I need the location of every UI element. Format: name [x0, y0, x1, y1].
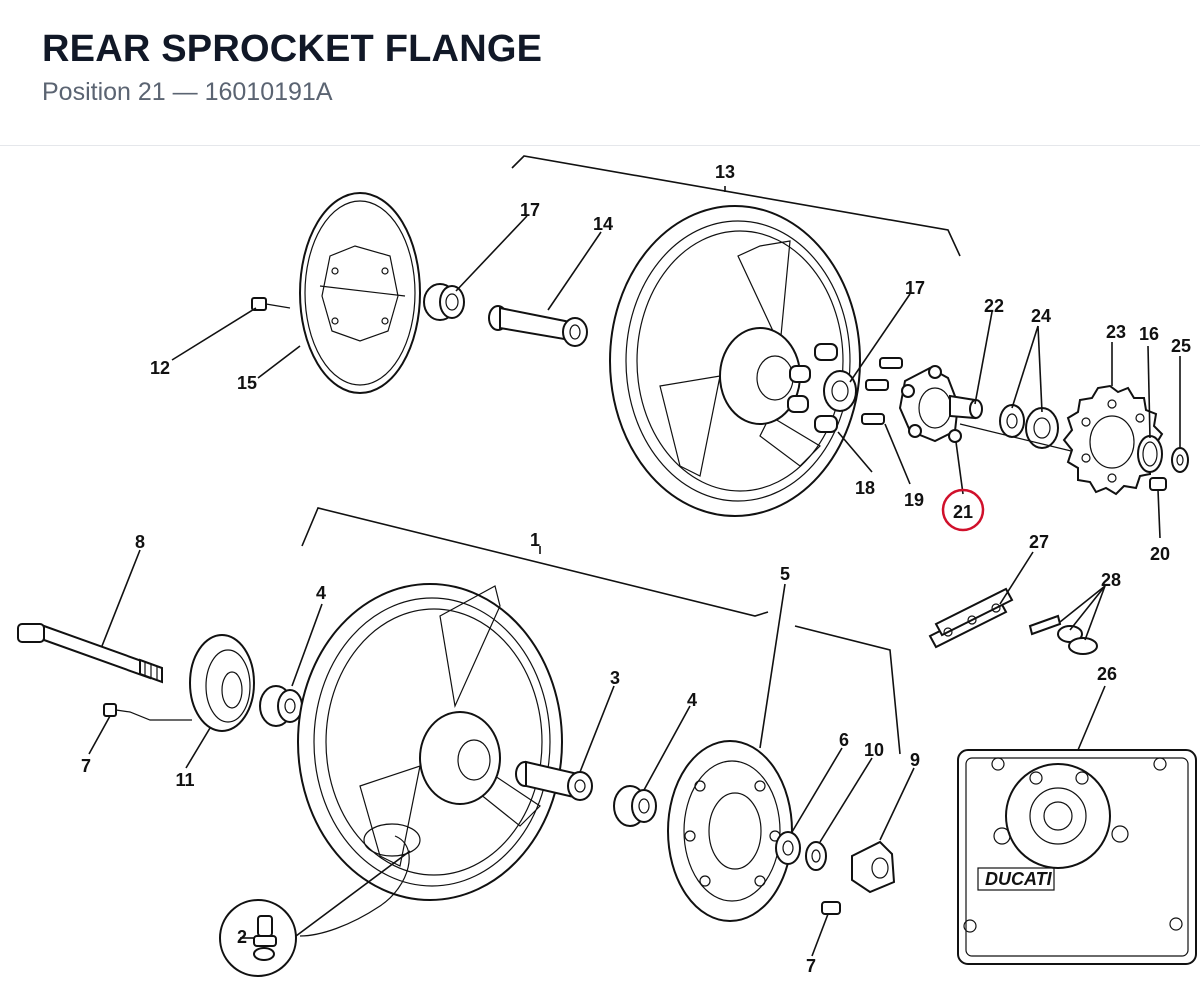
callout-2: 2 [237, 927, 247, 947]
rear-sprocket [1062, 384, 1164, 496]
callout-18: 18 [855, 478, 875, 498]
callout-14: 14 [593, 214, 613, 234]
circlip [1137, 435, 1163, 473]
brand-plate-label: DUCATI [985, 869, 1053, 889]
chain-master-link [1028, 614, 1098, 655]
highlight-ring [941, 488, 985, 532]
callout-13: 13 [715, 162, 735, 182]
chain-segment [928, 587, 1014, 649]
screw-left [103, 703, 192, 721]
callout-17: 17 [520, 200, 540, 220]
callout-6: 6 [839, 730, 849, 750]
spacer-washer [805, 841, 827, 871]
exploded-parts-diagram: DUCATI 13 17 [17, 155, 1197, 977]
callout-25: 25 [1171, 336, 1191, 356]
flange-studs [861, 357, 903, 425]
callout-17-right: 17 [905, 278, 925, 298]
header-divider [0, 145, 1200, 146]
callout-23: 23 [1106, 322, 1126, 342]
callout-8: 8 [135, 532, 145, 552]
rear-wheel [609, 205, 861, 517]
bracket-1 [301, 507, 901, 755]
leader-lines [88, 215, 1181, 957]
callout-26: 26 [1097, 664, 1117, 684]
callout-10: 10 [864, 740, 884, 760]
flange-bearings [999, 404, 1059, 449]
callout-16: 16 [1139, 324, 1159, 344]
callout-12: 12 [150, 358, 170, 378]
sprocket-nut [1149, 477, 1167, 491]
callout-3: 3 [610, 668, 620, 688]
callout-labels: 13 17 14 12 15 17 22 24 23 16 25 18 19 2… [81, 162, 1191, 976]
callout-7: 7 [81, 756, 91, 776]
rear-brake-disc [299, 192, 421, 394]
callout-5: 5 [780, 564, 790, 584]
callout-24: 24 [1031, 306, 1051, 326]
front-brake-disc [667, 740, 793, 922]
sprocket-cover-plate: DUCATI [957, 749, 1197, 965]
front-axle [17, 623, 163, 684]
callout-28: 28 [1101, 570, 1121, 590]
spacer-tube [488, 305, 588, 347]
screw-bottom [821, 901, 841, 915]
valve-inset [219, 850, 411, 977]
callout-11: 11 [175, 770, 194, 790]
callout-1: 1 [530, 530, 540, 550]
disc-bolt [251, 297, 291, 311]
callout-4-right: 4 [687, 690, 697, 710]
sprocket-flange [898, 365, 983, 443]
callout-22: 22 [984, 296, 1004, 316]
bearing-left [423, 283, 465, 321]
bearing-front-right [613, 785, 657, 827]
callout-19: 19 [904, 490, 924, 510]
callout-21[interactable]: 21 [953, 502, 973, 522]
page-header: REAR SPROCKET FLANGE Position 21 — 16010… [0, 0, 1200, 146]
front-wheel [297, 583, 563, 937]
callout-15: 15 [237, 373, 257, 393]
washer [1171, 447, 1189, 473]
callout-4: 4 [316, 583, 326, 603]
bearing-front-left [259, 685, 303, 727]
callout-7-bottom: 7 [806, 956, 816, 976]
callout-9: 9 [910, 750, 920, 770]
oil-seal [775, 831, 801, 865]
part-subtitle: Position 21 — 16010191A [42, 78, 333, 106]
bracket-13 [511, 155, 961, 257]
speedometer-drive [851, 840, 896, 894]
callout-20: 20 [1150, 544, 1170, 564]
callout-27: 27 [1029, 532, 1049, 552]
hub-spacer [189, 634, 255, 732]
front-spacer [515, 760, 593, 801]
page-title: REAR SPROCKET FLANGE [42, 28, 543, 70]
